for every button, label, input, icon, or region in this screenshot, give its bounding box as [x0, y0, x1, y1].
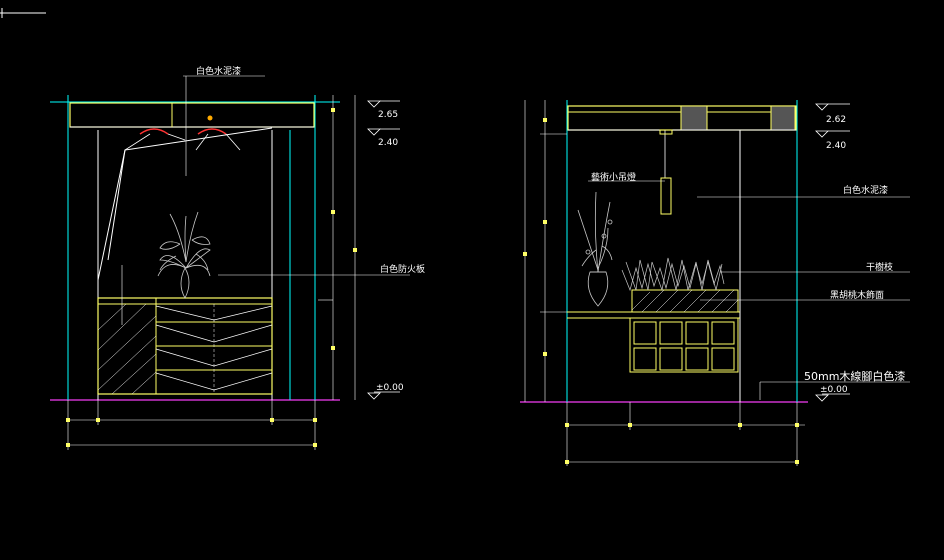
right-level-markers [815, 103, 850, 402]
skirting-label: 50mm木線腳白色漆 [804, 369, 905, 383]
left-level-soffit: 2.40 [378, 138, 398, 148]
left-ceiling-paint-label: 白色水泥漆 [196, 65, 241, 77]
left-plant [157, 211, 211, 299]
pendant-label: 藝術小吊燈 [591, 171, 636, 183]
dry-branches-label: 干樹枝 [866, 261, 893, 273]
right-level-ceiling: 2.62 [826, 115, 846, 125]
planter-box [621, 257, 739, 313]
right-bottom-dimensions [566, 402, 805, 466]
corner-fragment [0, 8, 46, 18]
left-elevation [50, 75, 410, 450]
walnut-cubbies [629, 317, 739, 373]
right-elevation [520, 100, 910, 466]
left-level-markers [367, 100, 400, 400]
walnut-veneer-label: 黑胡桃木飾面 [830, 289, 884, 301]
right-level-floor: ±0.00 [820, 385, 848, 395]
right-ceiling-paint-label: 白色水泥漆 [843, 184, 888, 196]
left-spot-lights [124, 115, 241, 151]
left-level-floor: ±0.00 [376, 383, 404, 393]
pendant-lamp [659, 129, 673, 215]
left-cabinet [97, 297, 273, 395]
left-soffit [69, 102, 315, 128]
left-level-ceiling: 2.65 [378, 110, 398, 120]
left-bottom-dimensions [67, 400, 316, 450]
vase-branches [577, 191, 613, 307]
left-fireproof-board-label: 白色防火板 [380, 263, 425, 275]
right-level-soffit: 2.40 [826, 141, 846, 151]
